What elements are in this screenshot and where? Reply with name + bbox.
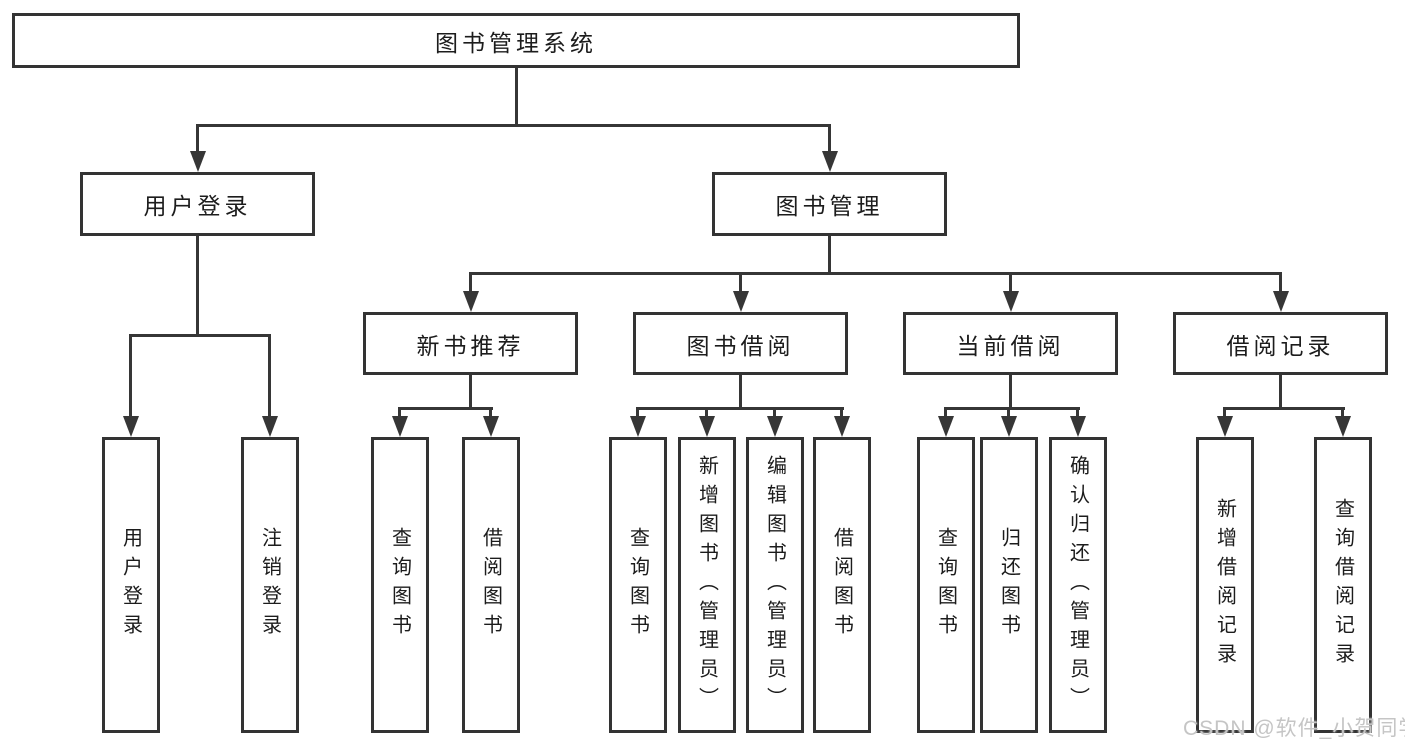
arrow-down-icon xyxy=(483,416,499,437)
connector-line xyxy=(196,124,831,127)
node-label: 用户登录 xyxy=(143,193,252,219)
node-label: 当前借阅 xyxy=(956,332,1065,359)
arrow-down-icon xyxy=(733,291,749,312)
connector-line xyxy=(469,375,472,407)
connector-line xyxy=(944,407,1080,410)
arrow-down-icon xyxy=(1273,291,1289,312)
node-label: 借阅图书 xyxy=(479,527,502,643)
node-book-management: 图书管理 xyxy=(712,172,947,236)
arrow-down-icon xyxy=(834,416,850,437)
connector-line xyxy=(944,407,947,416)
node-label: 确认归还（管理员） xyxy=(1066,454,1089,716)
node-label: 借阅记录 xyxy=(1226,332,1335,359)
csdn-watermark: CSDN @软件_小贺同学 xyxy=(1183,717,1405,740)
leaf-edit-book-admin: 编辑图书（管理员） xyxy=(746,437,804,733)
node-label: 借阅图书 xyxy=(830,527,853,643)
connector-line xyxy=(398,407,493,410)
arrow-down-icon xyxy=(938,416,954,437)
connector-line xyxy=(1223,407,1226,416)
node-label: 查询借阅记录 xyxy=(1331,498,1354,672)
connector-line xyxy=(773,407,776,416)
node-user-login: 用户登录 xyxy=(80,172,315,236)
arrow-down-icon xyxy=(699,416,715,437)
connector-line xyxy=(636,407,639,416)
node-label: 查询图书 xyxy=(626,527,649,643)
node-label: 查询图书 xyxy=(388,527,411,643)
connector-line xyxy=(739,272,742,291)
connector-line xyxy=(398,407,401,416)
leaf-query-books-recommend: 查询图书 xyxy=(371,437,429,733)
connector-line xyxy=(828,236,831,272)
node-book-borrowing: 图书借阅 xyxy=(633,312,848,375)
leaf-query-books-borrowing: 查询图书 xyxy=(609,437,667,733)
node-label: 新书推荐 xyxy=(416,332,525,359)
connector-line xyxy=(129,334,132,417)
leaf-query-borrow-record: 查询借阅记录 xyxy=(1314,437,1372,733)
leaf-user-login: 用户登录 xyxy=(102,437,160,733)
arrow-down-icon xyxy=(262,416,278,437)
node-current-borrowing: 当前借阅 xyxy=(903,312,1118,375)
arrow-down-icon xyxy=(190,151,206,172)
node-label: 图书管理系统 xyxy=(435,29,597,56)
arrow-down-icon xyxy=(1217,416,1233,437)
node-borrowing-records: 借阅记录 xyxy=(1173,312,1388,375)
connector-line xyxy=(1223,407,1345,410)
connector-line xyxy=(1341,407,1344,416)
connector-line xyxy=(636,407,844,410)
arrow-down-icon xyxy=(1001,416,1017,437)
leaf-query-books-current: 查询图书 xyxy=(917,437,975,733)
connector-line xyxy=(705,407,708,416)
node-label: 图书借阅 xyxy=(686,332,795,359)
connector-line xyxy=(1279,375,1282,407)
connector-line xyxy=(828,124,831,152)
leaf-add-borrow-record: 新增借阅记录 xyxy=(1196,437,1254,733)
node-label: 查询图书 xyxy=(934,527,957,643)
node-new-book-recommend: 新书推荐 xyxy=(363,312,578,375)
arrow-down-icon xyxy=(463,291,479,312)
arrow-down-icon xyxy=(1335,416,1351,437)
node-label: 图书管理 xyxy=(775,193,884,219)
connector-line xyxy=(489,407,492,416)
leaf-borrow-books-recommend: 借阅图书 xyxy=(462,437,520,733)
connector-line xyxy=(469,272,1282,275)
arrow-down-icon xyxy=(1070,416,1086,437)
connector-line xyxy=(840,407,843,416)
connector-line xyxy=(1009,375,1012,407)
arrow-down-icon xyxy=(123,416,139,437)
arrow-down-icon xyxy=(392,416,408,437)
connector-line xyxy=(268,334,271,417)
node-label: 用户登录 xyxy=(119,527,142,643)
node-label: 编辑图书（管理员） xyxy=(763,454,786,716)
node-label: 注销登录 xyxy=(258,527,281,643)
node-library-system: 图书管理系统 xyxy=(12,13,1020,68)
connector-line xyxy=(1007,407,1010,416)
leaf-return-books: 归还图书 xyxy=(980,437,1038,733)
leaf-borrow-books-borrowing: 借阅图书 xyxy=(813,437,871,733)
arrow-down-icon xyxy=(767,416,783,437)
node-label: 新增借阅记录 xyxy=(1213,498,1236,672)
connector-line xyxy=(196,124,199,152)
node-label: 归还图书 xyxy=(997,527,1020,643)
connector-line xyxy=(129,334,271,337)
node-label: 新增图书（管理员） xyxy=(695,454,718,716)
leaf-confirm-return-admin: 确认归还（管理员） xyxy=(1049,437,1107,733)
leaf-add-book-admin: 新增图书（管理员） xyxy=(678,437,736,733)
arrow-down-icon xyxy=(630,416,646,437)
connector-line xyxy=(1279,272,1282,291)
connector-line xyxy=(515,68,518,124)
connector-line xyxy=(1009,272,1012,291)
connector-line xyxy=(469,272,472,291)
leaf-logout: 注销登录 xyxy=(241,437,299,733)
connector-line xyxy=(739,375,742,407)
connector-line xyxy=(196,236,199,334)
arrow-down-icon xyxy=(822,151,838,172)
arrow-down-icon xyxy=(1003,291,1019,312)
connector-line xyxy=(1076,407,1079,416)
